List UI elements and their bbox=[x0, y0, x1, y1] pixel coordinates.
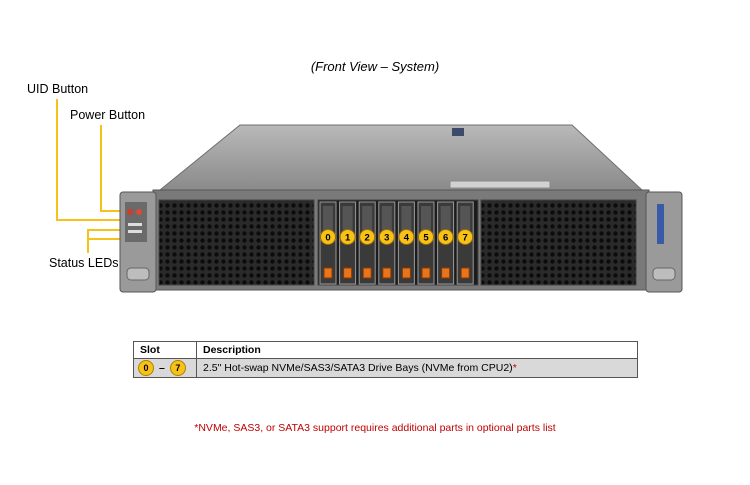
power-leader-horizontal bbox=[100, 210, 128, 212]
drive-bay-0: 0 bbox=[319, 201, 337, 285]
drive-release-tab bbox=[421, 267, 431, 279]
drive-tray-vent bbox=[401, 206, 412, 232]
slot-badge-end: 7 bbox=[169, 360, 186, 376]
column-header-description: Description bbox=[196, 341, 638, 359]
status-leader-horizontal-2 bbox=[87, 238, 128, 240]
slot-number: 6 bbox=[443, 233, 448, 244]
drive-tray-vent bbox=[342, 206, 353, 232]
drive-release-tab bbox=[362, 267, 372, 279]
uid-leader-vertical bbox=[56, 99, 58, 220]
drive-bay-4: 4 bbox=[397, 201, 415, 285]
description-cell: 2.5" Hot-swap NVMe/SAS3/SATA3 Drive Bays… bbox=[196, 358, 638, 378]
status-leader-vertical bbox=[87, 229, 89, 253]
slot-badge bbox=[398, 229, 415, 245]
view-title: (Front View – System) bbox=[310, 59, 440, 74]
slot-number: 3 bbox=[384, 233, 389, 244]
drive-tray-vent bbox=[323, 206, 333, 232]
slot-range-dash: – bbox=[159, 362, 165, 374]
slot-badge bbox=[418, 229, 434, 245]
slot-number: 2 bbox=[365, 233, 370, 244]
footnote-marker: * bbox=[512, 362, 517, 374]
drive-tray-vent bbox=[440, 206, 451, 232]
footnote: *NVMe, SAS3, or SATA3 support requires a… bbox=[194, 422, 556, 434]
server-front-view: 0 1 2 3 4 5 6 7 bbox=[119, 124, 683, 293]
drive-bay-6: 6 bbox=[437, 201, 455, 285]
slot-number: 0 bbox=[325, 233, 330, 244]
slot-badge bbox=[437, 229, 454, 245]
table-header-row: Slot Description bbox=[133, 341, 638, 359]
slot-badge bbox=[378, 229, 395, 245]
drive-bay-3: 3 bbox=[378, 201, 396, 285]
description-text: 2.5" Hot-swap NVMe/SAS3/SATA3 Drive Bays… bbox=[203, 362, 513, 374]
power-button-label: Power Button bbox=[70, 108, 146, 122]
status-led-icon bbox=[128, 223, 142, 226]
right-vent-grille bbox=[480, 199, 637, 286]
drive-release-tab bbox=[323, 267, 333, 279]
drive-release-tab bbox=[441, 267, 451, 279]
chassis-top-tab bbox=[452, 128, 464, 136]
drive-bay-7: 7 bbox=[456, 201, 474, 285]
slot-table: Slot Description 0–7 2.5" Hot-swap NVMe/… bbox=[133, 341, 638, 378]
chassis-top-cover bbox=[158, 124, 644, 191]
right-ear-logo bbox=[657, 204, 664, 244]
drive-tray-vent bbox=[362, 206, 373, 232]
drive-bays: 0 1 2 3 4 5 6 7 bbox=[319, 201, 474, 285]
slot-badge bbox=[320, 229, 336, 245]
drive-release-tab bbox=[460, 267, 470, 279]
slot-badge bbox=[359, 229, 376, 245]
chassis-top-label bbox=[449, 180, 551, 189]
status-led-icon bbox=[128, 230, 142, 233]
drive-release-tab bbox=[343, 267, 353, 279]
column-header-slot: Slot bbox=[133, 341, 197, 359]
slot-number: 7 bbox=[463, 233, 468, 244]
drive-bay-2: 2 bbox=[358, 201, 376, 285]
uid-leader-horizontal bbox=[56, 219, 128, 221]
left-vent-grille bbox=[158, 199, 315, 286]
right-ear-latch bbox=[652, 267, 676, 281]
slot-badge bbox=[457, 229, 474, 245]
slot-range-cell: 0–7 bbox=[133, 358, 197, 378]
table-row: 0–7 2.5" Hot-swap NVMe/SAS3/SATA3 Drive … bbox=[133, 358, 638, 378]
drive-release-tab bbox=[401, 267, 411, 279]
slot-number: 1 bbox=[345, 233, 351, 244]
slot-badge-start: 0 bbox=[138, 360, 154, 376]
drive-release-tab bbox=[382, 267, 392, 279]
status-leader-horizontal-1 bbox=[87, 229, 128, 231]
slot-number: 5 bbox=[423, 233, 429, 244]
drive-tray-vent bbox=[460, 206, 471, 232]
uid-button-label: UID Button bbox=[27, 82, 89, 96]
status-leds-label: Status LEDs bbox=[49, 256, 119, 270]
power-button-icon bbox=[136, 209, 142, 215]
drive-bay-5: 5 bbox=[417, 201, 435, 285]
uid-button-icon bbox=[127, 209, 133, 215]
drive-bay-1: 1 bbox=[339, 201, 357, 285]
left-control-panel bbox=[125, 202, 147, 242]
left-ear-latch bbox=[126, 267, 150, 281]
drive-tray-vent bbox=[381, 206, 392, 232]
drive-tray-vent bbox=[421, 206, 431, 232]
power-leader-vertical bbox=[100, 125, 102, 211]
slot-number: 4 bbox=[404, 233, 410, 244]
slot-badge bbox=[339, 229, 356, 245]
